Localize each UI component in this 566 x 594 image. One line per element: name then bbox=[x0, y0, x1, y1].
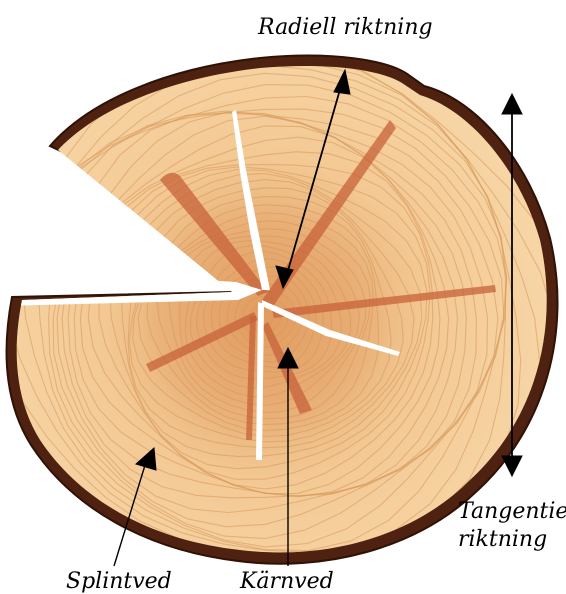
heartwood-label: Kärnved bbox=[239, 569, 334, 594]
tangential-direction-label-line2: riktning bbox=[458, 527, 547, 552]
sapwood-label: Splintved bbox=[66, 569, 172, 594]
tangential-arrowhead-top bbox=[502, 94, 522, 114]
tangential-arrowhead-bottom bbox=[502, 456, 522, 476]
radial-direction-label: Radiell riktning bbox=[257, 15, 433, 40]
tangential-direction-label-line1: Tangentiell bbox=[458, 499, 566, 524]
